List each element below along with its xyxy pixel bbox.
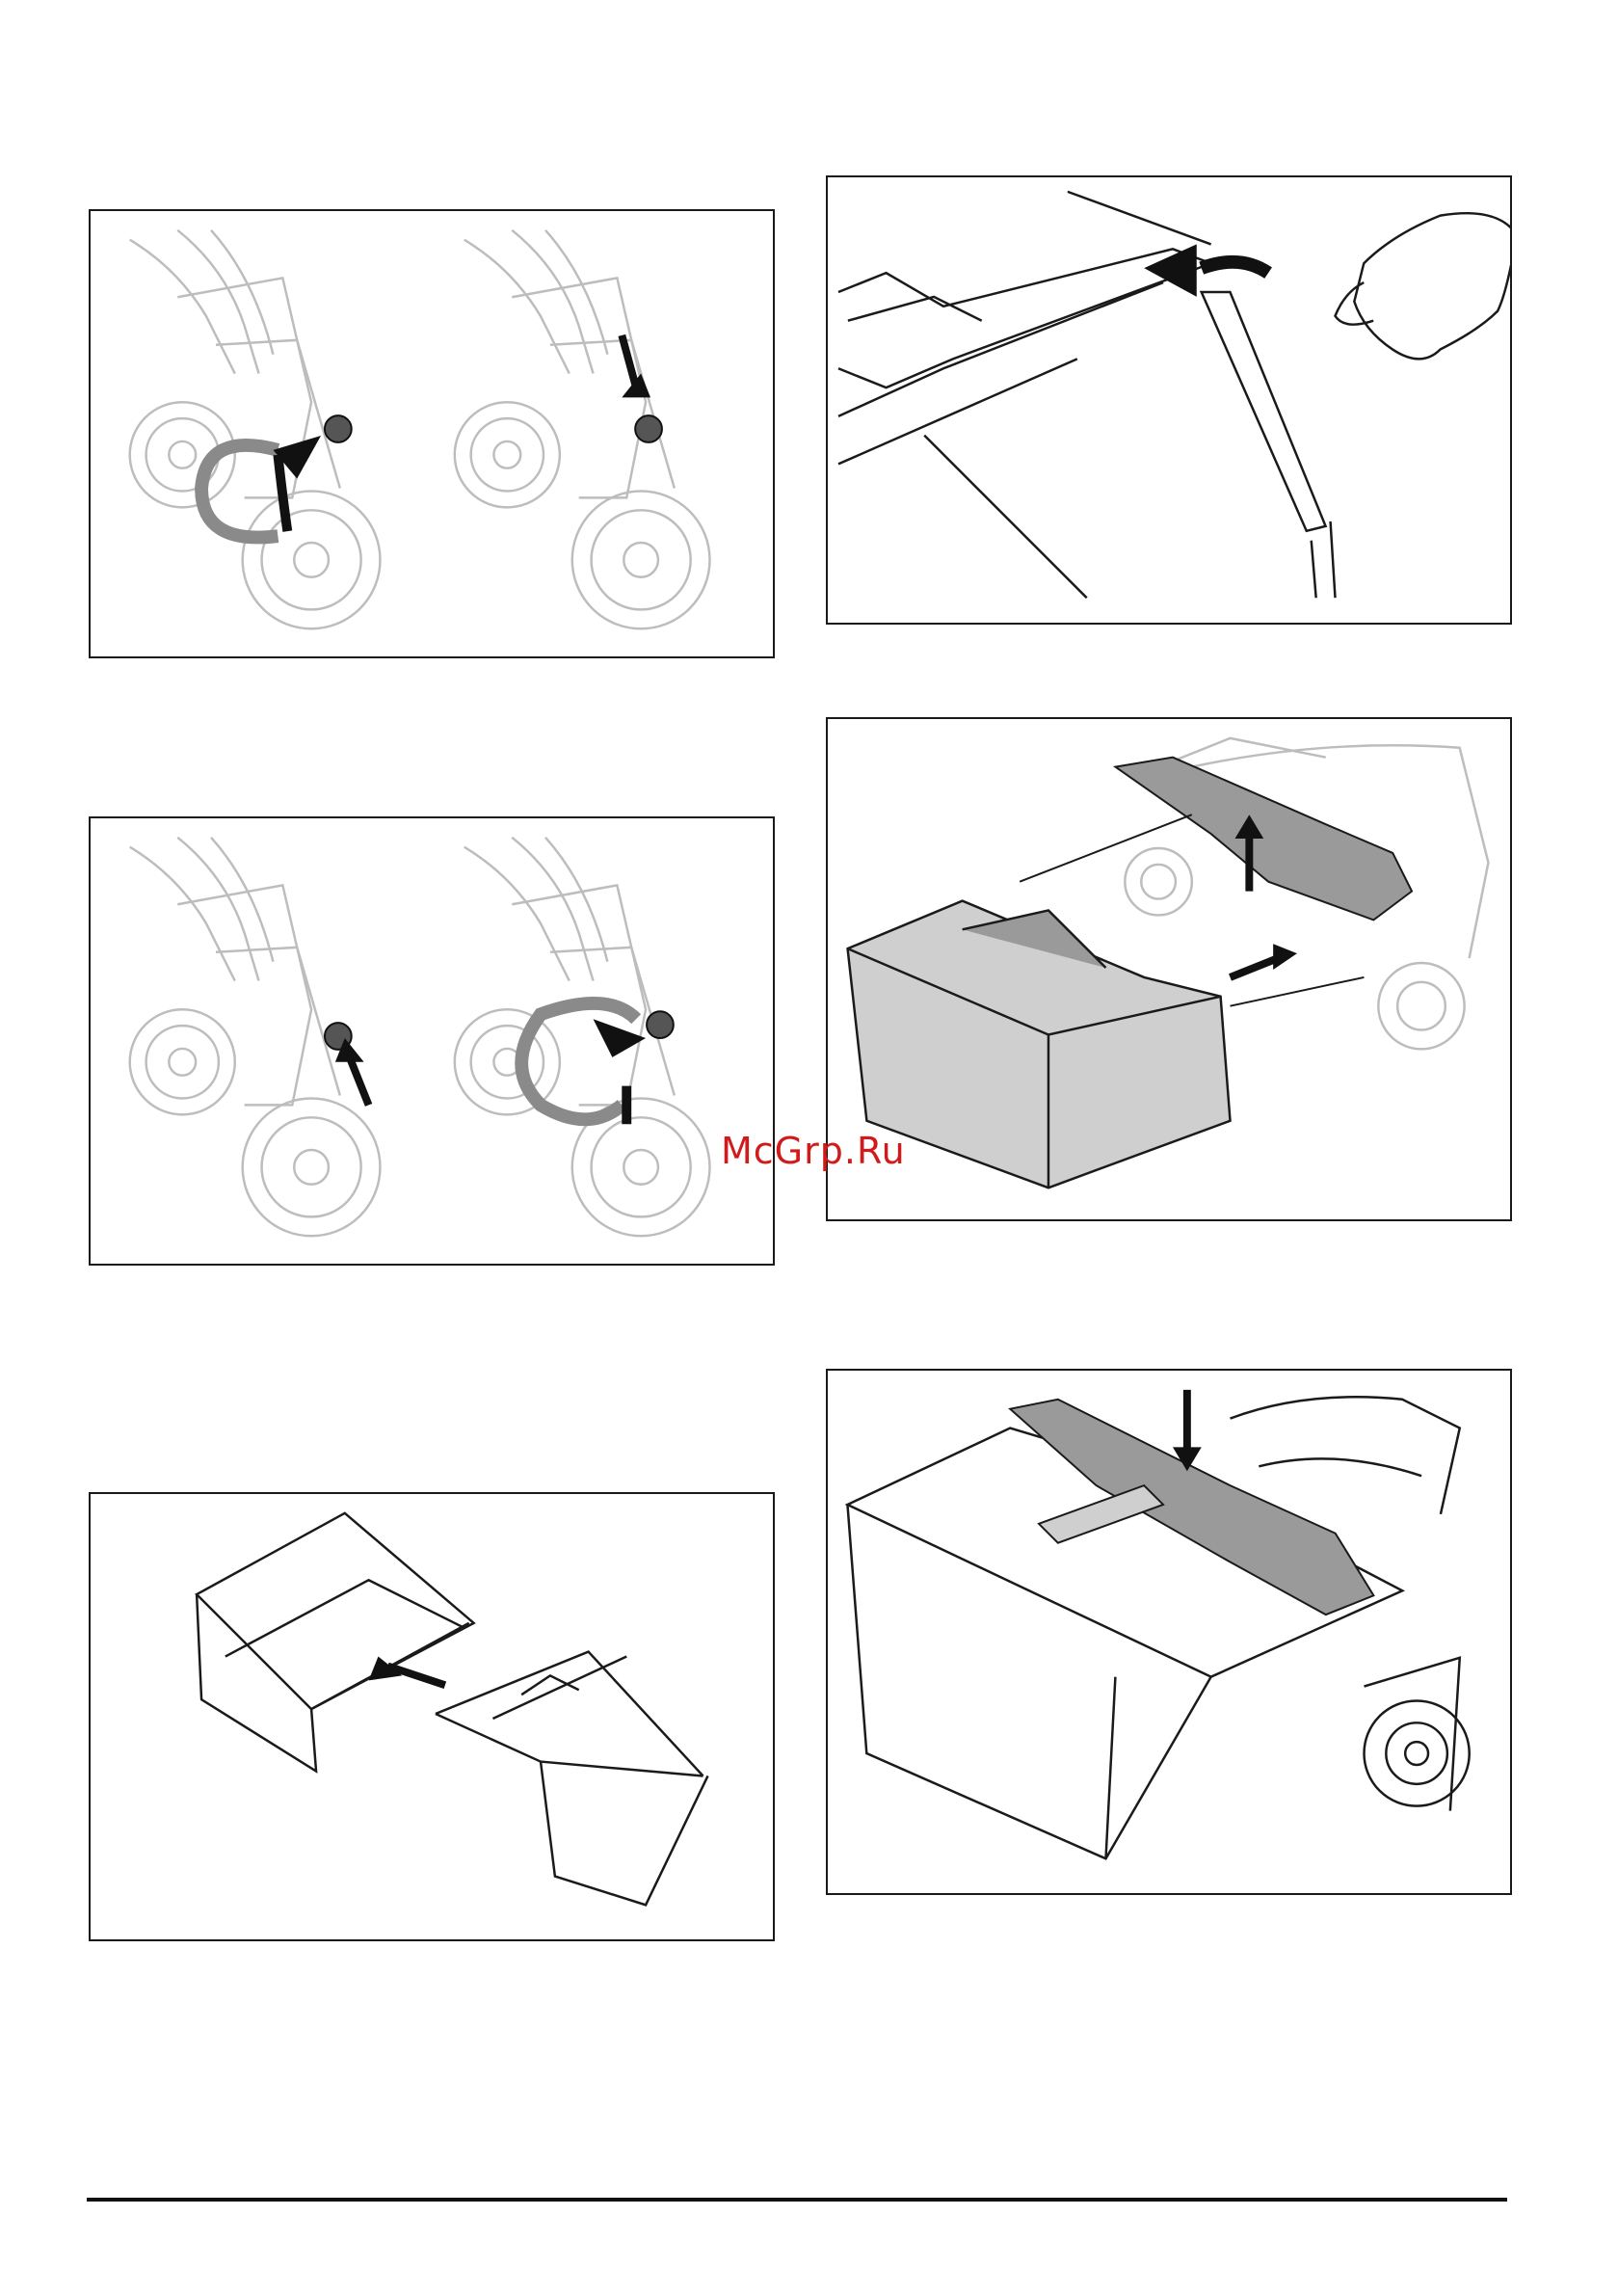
figure-grass-bag-frame-insert	[89, 1492, 775, 1941]
knob-icon	[325, 415, 352, 442]
illustration-grass-catcher-lower-door	[828, 1371, 1510, 1893]
illustration-grass-bag-frame-insert	[91, 1494, 773, 1939]
insert-arrow-icon	[1231, 944, 1297, 977]
footer-rule	[87, 2198, 1507, 2202]
figure-bag-clip-fold	[826, 175, 1512, 625]
knob-icon	[635, 415, 662, 442]
illustration-handle-knob-loosen	[91, 211, 773, 656]
figure-grass-catcher-lower-door	[826, 1369, 1512, 1895]
figure-handle-knob-tighten	[89, 816, 775, 1266]
push-down-arrow-icon	[622, 335, 650, 397]
figure-handle-knob-loosen	[89, 209, 775, 658]
illustration-grass-catcher-lift-door	[828, 719, 1510, 1219]
rotate-counterclockwise-arrow-icon	[201, 436, 321, 538]
illustration-bag-clip-fold	[828, 177, 1510, 623]
illustration-handle-knob-tighten	[91, 818, 773, 1264]
figure-grass-catcher-lift-door	[826, 717, 1512, 1221]
insert-arrow-icon	[369, 1657, 445, 1686]
watermark-text: McGrp.Ru	[721, 1130, 906, 1172]
